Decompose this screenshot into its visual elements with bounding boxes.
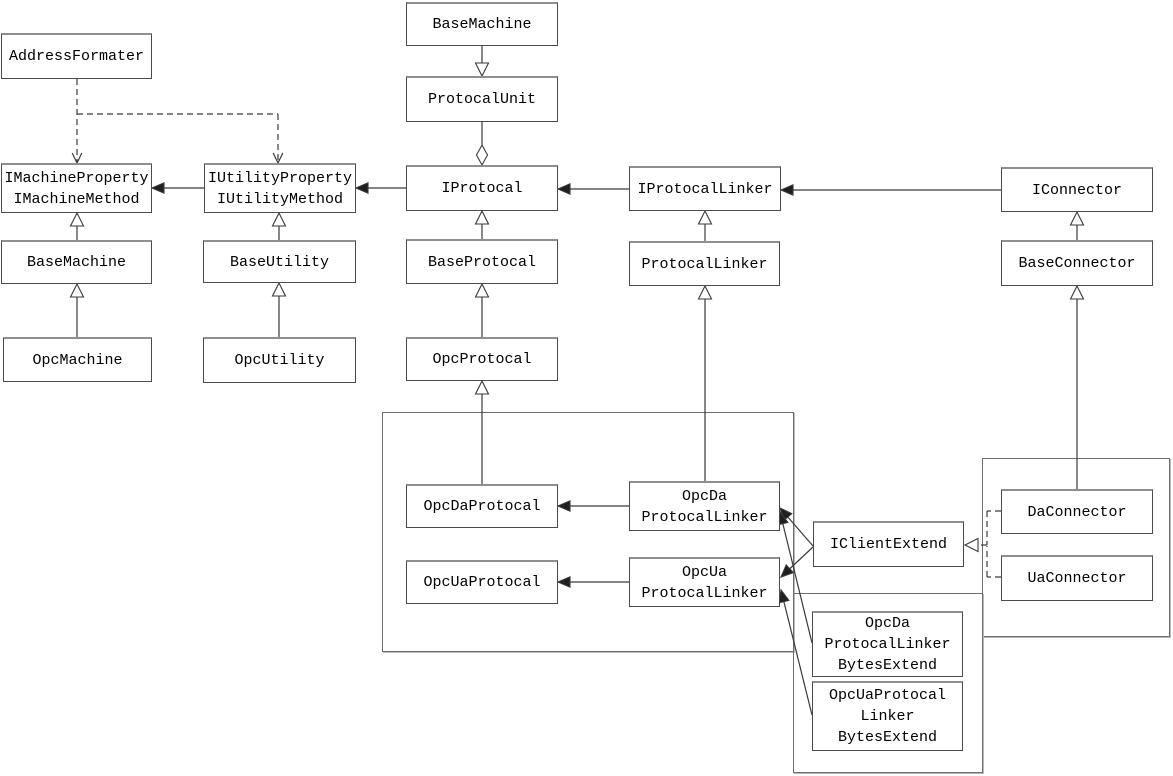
class-name-line: UaConnector <box>1027 570 1127 587</box>
class-name-line: OpcUa <box>681 563 727 581</box>
class-box-da-connector: DaConnector <box>1001 489 1153 534</box>
class-box-opcda-protocal: OpcDaProtocal <box>406 484 558 528</box>
class-name-line: IUtilityProperty <box>207 169 353 187</box>
edge-iutility-property--imachine-property <box>150 181 204 195</box>
class-name-line: BaseUtility <box>229 253 330 271</box>
class-name-line: OpcUaProtocal <box>828 687 947 704</box>
class-name-line: DaConnector <box>1027 503 1127 521</box>
class-box-base-connector: BaseConnector <box>1001 240 1153 286</box>
container-bytes-extend-group <box>793 593 983 773</box>
edge-opcua-linker-bytes-extend--opcua-protocal-linker <box>778 588 813 716</box>
edge-iclient-extend--opcda-protocal-linker <box>779 506 814 547</box>
class-name-line: ProtocalUnit <box>427 91 537 108</box>
edge-iconnector--iprotocal-linker <box>779 183 1001 197</box>
class-box-opcua-protocal: OpcUaProtocal <box>406 560 558 604</box>
edge-iprotocal-linker--iprotocal <box>556 182 629 196</box>
class-box-base-machine-left: BaseMachine <box>1 240 152 284</box>
class-name-line: OpcProtocal <box>432 351 532 368</box>
class-name-line: ProtocalLinker <box>641 584 768 602</box>
class-name-line: IConnector <box>1031 181 1122 199</box>
class-box-iprotocal: IProtocal <box>406 165 558 211</box>
edge-opcda-linker-bytes-extend--opcda-protocal-linker <box>777 510 813 644</box>
edge-protocal-linker--iprotocal-linker <box>697 209 713 241</box>
class-box-base-protocal: BaseProtocal <box>406 239 558 284</box>
class-name-line: BytesExtend <box>837 657 938 674</box>
edge-base-machine-left--imachine-property <box>69 211 85 240</box>
class-name-line: ProtocalLinker <box>824 636 951 653</box>
container-opc-protocal-group <box>382 412 794 652</box>
class-box-protocal-linker: ProtocalLinker <box>629 241 780 286</box>
edge-opcda-protocal-linker--opcda-protocal <box>556 499 629 513</box>
class-name-line: OpcMachine <box>32 351 123 369</box>
class-name-line: Linker <box>860 708 915 725</box>
class-box-opc-machine: OpcMachine <box>3 337 152 382</box>
edge-ua-connector--iclient-extend <box>986 546 1001 578</box>
class-name-line: BaseMachine <box>432 16 532 33</box>
class-box-iprotocal-linker: IProtocalLinker <box>629 166 781 211</box>
class-name-line: OpcDaProtocal <box>423 498 541 515</box>
edge-opc-protocal--base-protocal <box>474 282 490 337</box>
class-name-line: OpcUaProtocal <box>423 574 541 591</box>
edge-base-connector--iconnector <box>1069 210 1085 240</box>
edge-da-connector--base-connector <box>1069 284 1085 489</box>
class-name-line: BaseProtocal <box>427 253 537 271</box>
edge-protocal-unit--iprotocal <box>475 122 489 167</box>
class-name-line: ProtocalLinker <box>641 255 768 273</box>
container-connector-group <box>982 458 1170 637</box>
class-name-line: IProtocalLinker <box>637 180 773 198</box>
edge-address-formater--iutility-property <box>77 113 284 164</box>
edge-iclient-extend--opcua-protocal-linker <box>779 546 814 578</box>
class-name-line: OpcDa <box>681 487 727 505</box>
edge-opc-machine--base-machine-left <box>69 282 85 337</box>
class-name-line: IProtocal <box>441 180 523 197</box>
edge-base-protocal--iprotocal <box>474 209 490 239</box>
class-box-base-machine-top: BaseMachine <box>406 2 558 46</box>
class-name-line: ProtocalLinker <box>641 508 768 526</box>
class-box-protocal-unit: ProtocalUnit <box>406 76 558 122</box>
edge-opcda-protocal--opc-protocal <box>474 379 490 484</box>
class-name-line: OpcDa <box>864 615 910 632</box>
class-box-ua-connector: UaConnector <box>1001 555 1153 601</box>
class-box-base-utility: BaseUtility <box>203 240 356 283</box>
class-name-line: BytesExtend <box>837 729 938 746</box>
class-box-opc-utility: OpcUtility <box>203 337 356 383</box>
edge-opcua-protocal-linker--opcua-protocal <box>556 575 629 589</box>
class-name-line: BaseConnector <box>1018 255 1136 272</box>
class-box-opc-protocal: OpcProtocal <box>406 337 558 381</box>
edge-address-formater--imachine-property <box>71 79 83 164</box>
class-name-line: OpcUtility <box>234 352 325 369</box>
class-box-address-formater: AddressFormater <box>1 33 152 79</box>
edge-iprotocal--iutility-property <box>354 181 406 195</box>
class-name-line: AddressFormater <box>8 48 145 65</box>
edge-opc-utility--base-utility <box>271 281 287 337</box>
class-name-line: IClientExtend <box>829 536 948 553</box>
edge-base-utility--iutility-property <box>271 211 287 240</box>
class-name-line: IUtilityMethod <box>216 190 344 208</box>
edge-da-connector--iclient-extend <box>963 510 1001 553</box>
edge-opcda-protocal-linker--protocal-linker <box>697 284 713 481</box>
class-name-line: IMachineProperty <box>4 169 149 187</box>
class-name-line: IMachineMethod <box>13 190 140 208</box>
class-name-line: BaseMachine <box>26 254 127 271</box>
class-box-iclient-extend: IClientExtend <box>813 521 964 567</box>
class-box-iconnector: IConnector <box>1001 167 1153 212</box>
edge-base-machine-top--protocal-unit <box>474 46 490 78</box>
